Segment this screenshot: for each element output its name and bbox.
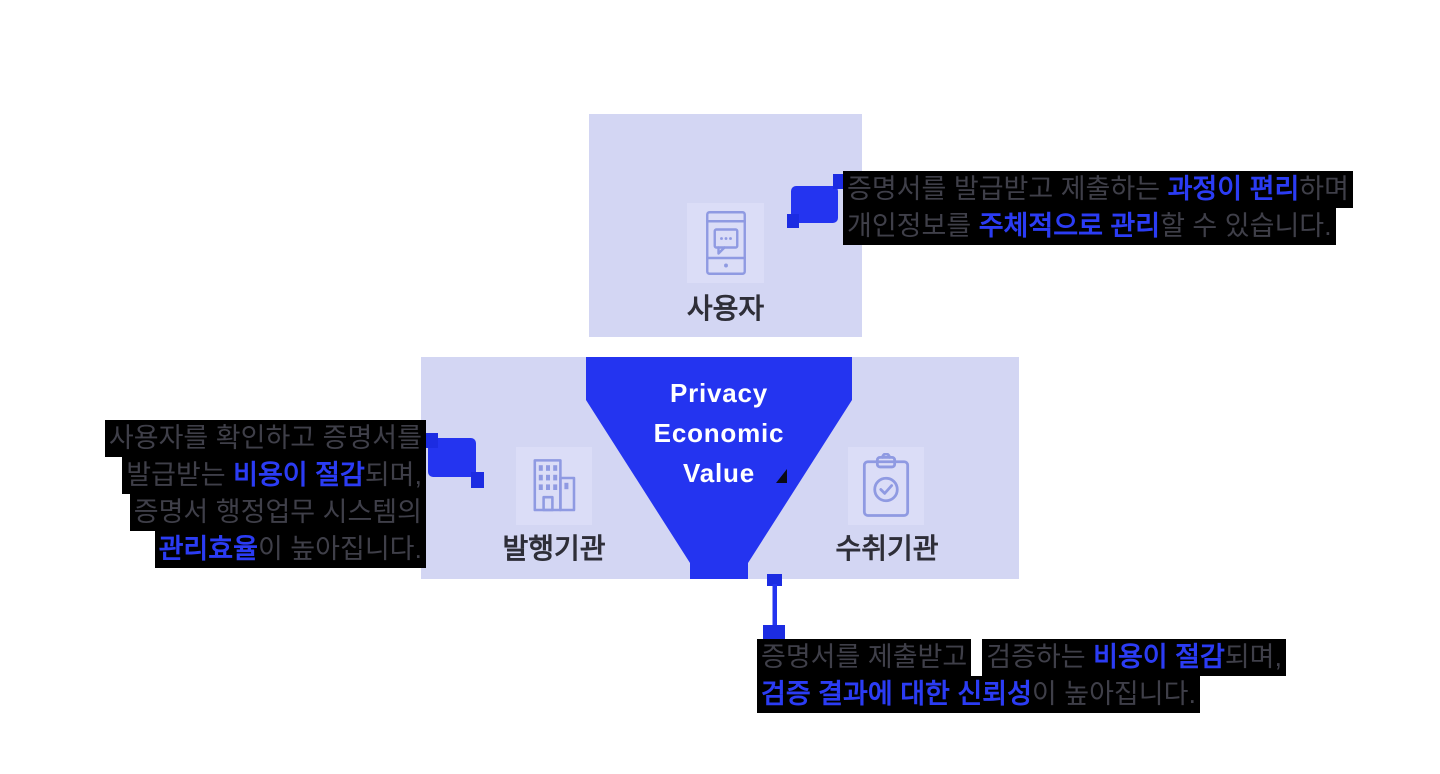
receiver-annotation-line-2: 검증 결과에 대한 신뢰성이 높아집니다.	[757, 676, 1200, 713]
funnel-shape	[586, 357, 852, 579]
receiver-icon-tile	[848, 447, 924, 525]
user-icon-tile	[687, 203, 764, 283]
user-connector-mark	[787, 174, 847, 228]
cursor-triangle	[776, 469, 787, 483]
funnel-line-3: Value	[683, 458, 755, 488]
receiver-label: 수취기관	[835, 533, 939, 564]
receiver-annotation-line-1a: 증명서를 제출받고	[757, 639, 972, 676]
issuer-annotation-line-4: 관리효율이 높아집니다.	[154, 531, 426, 568]
receiver-annotation: 증명서를 제출받고 검증하는 비용이 절감되며, 검증 결과에 대한 신뢰성이 …	[757, 639, 1286, 713]
user-annotation-line-2: 개인정보를 주체적으로 관리할 수 있습니다.	[843, 208, 1336, 245]
issuer-connector-mark	[423, 433, 484, 488]
issuer-annotation: 사용자를 확인하고 증명서를 발급받는 비용이 절감되며, 증명서 행정업무 시…	[104, 420, 426, 568]
issuer-annotation-line-2: 발급받는 비용이 절감되며,	[122, 457, 426, 494]
user-annotation-line-1: 증명서를 발급받고 제출하는 과정이 편리하며	[843, 171, 1353, 208]
funnel-line-1: Privacy	[669, 378, 769, 408]
receiver-annotation-line-1: 증명서를 제출받고 검증하는 비용이 절감되며,	[757, 639, 1286, 676]
clipboard-check-icon	[862, 453, 910, 517]
issuer-annotation-line-1: 사용자를 확인하고 증명서를	[104, 420, 426, 457]
issuer-label: 발행기관	[502, 533, 606, 564]
receiver-annotation-line-1b: 검증하는 비용이 절감되며,	[982, 639, 1286, 676]
issuer-icon-tile	[516, 447, 592, 525]
user-annotation: 증명서를 발급받고 제출하는 과정이 편리하며 개인정보를 주체적으로 관리할 …	[843, 171, 1353, 245]
funnel-title: Privacy Economic Value	[586, 373, 852, 493]
issuer-annotation-line-3: 증명서 행정업무 시스템의	[129, 494, 426, 531]
phone-chat-icon	[705, 211, 746, 275]
user-label: 사용자	[686, 293, 765, 324]
receiver-connector-mark	[763, 574, 785, 641]
funnel-line-2: Economic	[653, 418, 785, 448]
building-icon	[533, 459, 576, 512]
